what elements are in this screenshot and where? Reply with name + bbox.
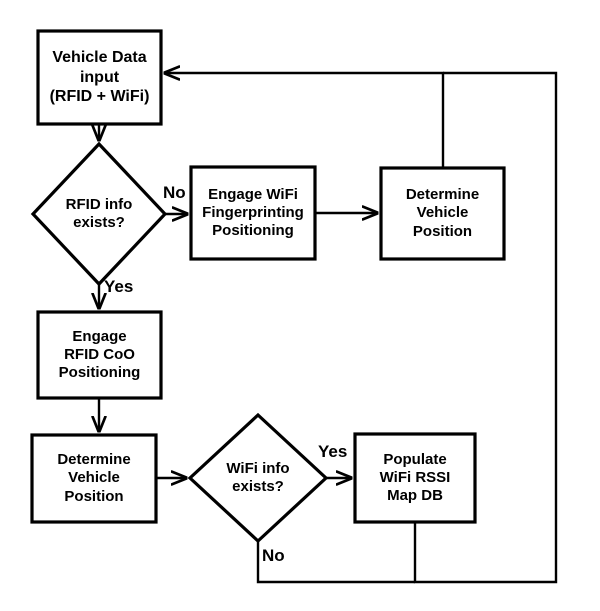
edge-label-no-rfid: No bbox=[163, 183, 186, 202]
edge-wifi-no-to-input bbox=[256, 541, 415, 584]
node-shape-engage-rfid-coo bbox=[36, 310, 163, 400]
edge-populate-to-input bbox=[413, 71, 558, 584]
node-shape-determine-vehicle-position-top bbox=[379, 166, 506, 261]
edge-determine-top-to-input bbox=[165, 73, 445, 168]
node-shape-engage-wifi-fingerprinting bbox=[189, 165, 317, 261]
edge-label-no-wifi: No bbox=[262, 546, 285, 565]
node-shape-determine-vehicle-position-bottom bbox=[30, 433, 158, 524]
node-shape-populate-wifi-rssi-map-db bbox=[353, 432, 477, 524]
node-shape-rfid-info-exists bbox=[30, 141, 168, 287]
edge-label-yes-wifi: Yes bbox=[318, 442, 348, 461]
node-shape-wifi-info-exists bbox=[187, 412, 329, 544]
node-shape-vehicle-data-input bbox=[36, 29, 163, 126]
edge-label-yes-rfid: Yes bbox=[104, 277, 134, 296]
